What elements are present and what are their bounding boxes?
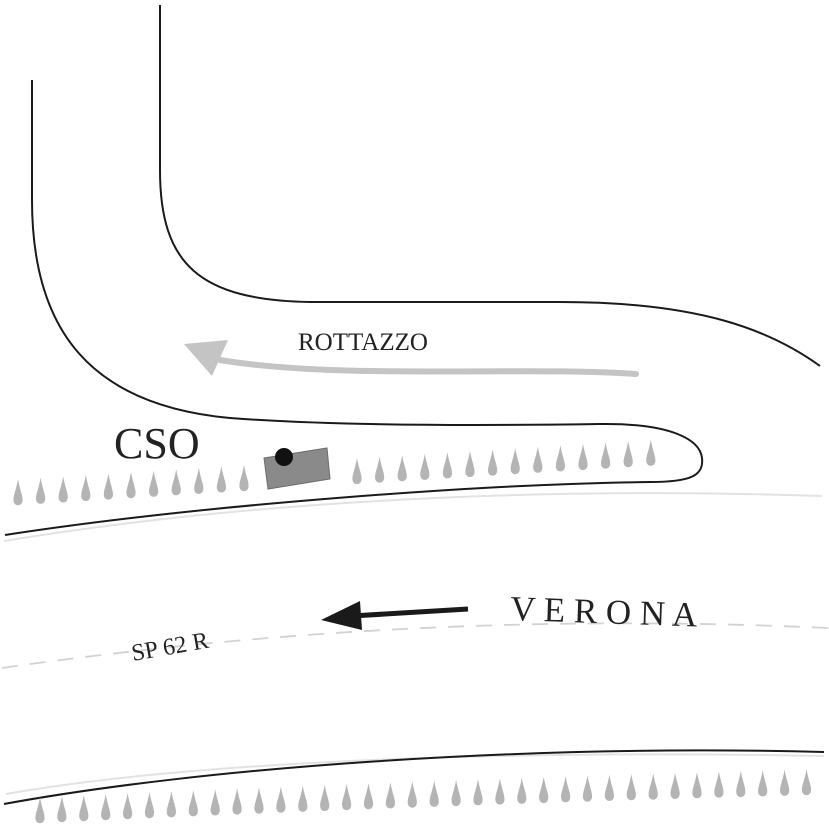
tree-mark xyxy=(670,772,680,799)
tree-mark xyxy=(363,783,374,810)
tree-mark xyxy=(555,445,565,472)
tree-mark xyxy=(35,797,45,824)
main-road-lower-edge xyxy=(3,749,825,805)
tree-mark xyxy=(561,776,571,803)
tree-mark xyxy=(81,474,91,501)
side-road-label: ROTTAZZO xyxy=(298,329,428,356)
tree-mark xyxy=(429,780,439,807)
tree-mark xyxy=(232,788,242,815)
tree-mark xyxy=(473,779,483,806)
tree-mark xyxy=(736,770,746,797)
tree-mark xyxy=(510,448,520,475)
tree-mark xyxy=(101,794,111,821)
tree-mark xyxy=(194,467,204,494)
station-marker-icon xyxy=(263,447,331,490)
main-road-upper-shoulder xyxy=(3,492,823,542)
tree-mark xyxy=(442,452,452,479)
tree-mark xyxy=(646,439,656,466)
tree-mark xyxy=(123,793,133,820)
tree-mark xyxy=(601,442,611,469)
tree-mark xyxy=(578,443,588,470)
tree-mark xyxy=(495,778,505,805)
tree-mark xyxy=(144,792,155,819)
tree-mark xyxy=(420,453,430,480)
tree-mark xyxy=(465,450,475,477)
side-road-inner-edge xyxy=(159,5,821,367)
tree-mark xyxy=(407,781,417,808)
tree-row-lower xyxy=(35,769,812,824)
tree-mark xyxy=(714,771,724,798)
tree-mark xyxy=(166,791,176,818)
tree-mark xyxy=(397,455,407,482)
station-point xyxy=(275,448,293,466)
tree-mark xyxy=(385,782,395,809)
side-road-arrow-icon xyxy=(184,340,639,377)
tree-mark xyxy=(298,785,308,812)
tree-mark xyxy=(342,783,352,811)
tree-mark xyxy=(103,473,113,500)
tree-mark xyxy=(582,775,593,802)
tree-mark xyxy=(254,787,264,814)
tree-mark xyxy=(533,446,543,473)
direction-arrow-icon xyxy=(321,601,469,630)
tree-mark xyxy=(352,457,362,485)
tree-mark xyxy=(149,470,159,497)
tree-mark xyxy=(171,469,181,496)
tree-mark xyxy=(210,789,220,816)
tree-mark xyxy=(320,784,330,811)
tree-mark xyxy=(239,464,249,492)
tree-mark xyxy=(126,472,136,499)
tree-mark xyxy=(488,449,498,476)
side-road-outer-edge xyxy=(4,80,704,536)
station-building xyxy=(263,447,331,490)
tree-mark xyxy=(36,477,46,504)
main-road-direction-label: V E R O N A xyxy=(510,589,699,635)
tree-mark xyxy=(451,779,461,806)
tree-mark xyxy=(648,773,658,800)
tree-row-upper xyxy=(13,439,656,506)
station-label: CSO xyxy=(114,419,200,468)
tree-mark xyxy=(58,476,68,503)
tree-mark xyxy=(517,777,527,804)
tree-mark xyxy=(13,479,23,506)
tree-mark xyxy=(623,441,633,468)
tree-mark xyxy=(801,769,812,796)
tree-mark xyxy=(780,769,790,796)
main-road-lower-shoulder xyxy=(5,753,825,795)
main-road-center-dash xyxy=(1,622,829,669)
road-number-label: SP 62 R xyxy=(130,628,211,667)
tree-mark xyxy=(626,774,636,801)
tree-mark xyxy=(57,796,67,823)
tree-mark xyxy=(692,772,702,799)
tree-mark xyxy=(758,770,768,797)
tree-mark xyxy=(375,456,385,483)
tree-mark xyxy=(216,466,226,493)
tree-mark xyxy=(79,795,89,822)
tree-mark xyxy=(604,774,614,801)
tree-mark xyxy=(188,790,198,817)
tree-mark xyxy=(539,776,549,803)
tree-mark xyxy=(276,786,286,813)
